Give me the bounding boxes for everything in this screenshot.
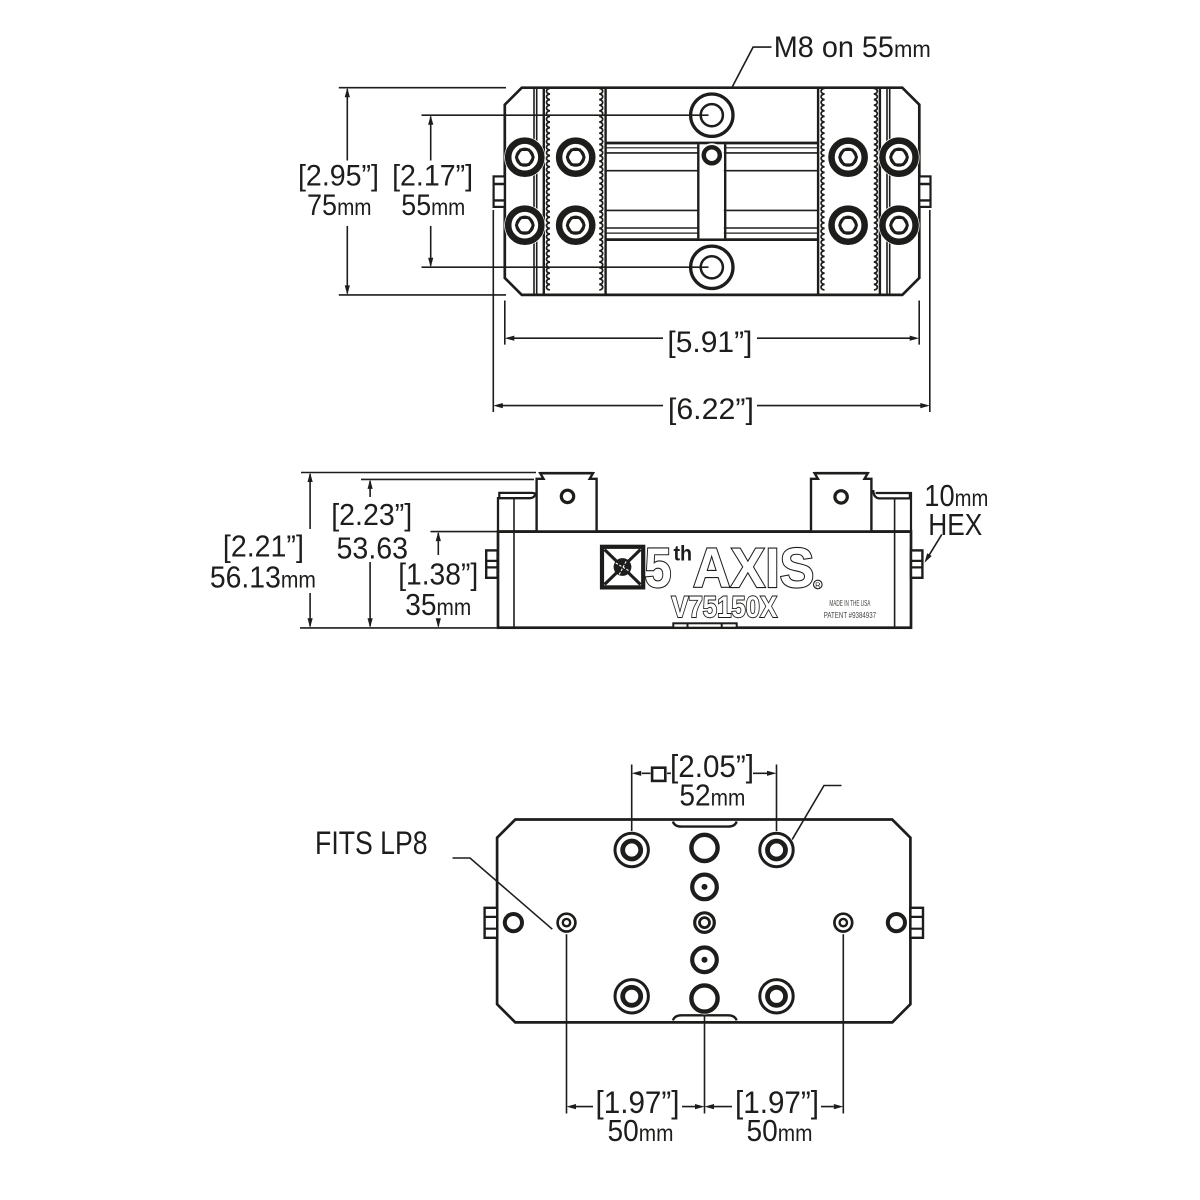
svg-text:53.63: 53.63 [337, 531, 409, 566]
svg-text:V75150X: V75150X [671, 591, 777, 624]
svg-text:M8 on 55mm: M8 on 55mm [774, 31, 931, 64]
svg-text:[2.23”]: [2.23”] [331, 497, 412, 532]
svg-text:75mm: 75mm [307, 189, 372, 222]
svg-text:MADE IN THE USA: MADE IN THE USA [829, 599, 870, 608]
svg-text:56.13mm: 56.13mm [210, 560, 316, 595]
svg-text:FITS LP8: FITS LP8 [315, 825, 428, 861]
svg-text:R: R [815, 580, 821, 589]
svg-text:AXIS: AXIS [693, 536, 815, 599]
svg-text:5: 5 [645, 536, 672, 599]
svg-text:PATENT #9384937: PATENT #9384937 [824, 610, 877, 620]
svg-text:HEX: HEX [928, 507, 982, 542]
svg-text:[1.97”]: [1.97”] [596, 1084, 680, 1120]
svg-text:[1.97”]: [1.97”] [735, 1084, 819, 1120]
svg-text:[5.91”]: [5.91”] [667, 326, 752, 359]
svg-text:[2.21”]: [2.21”] [223, 528, 304, 563]
svg-text:th: th [674, 543, 693, 566]
svg-text:50mm: 50mm [608, 1113, 674, 1148]
svg-text:55mm: 55mm [401, 189, 465, 222]
svg-text:[2.17”]: [2.17”] [392, 159, 473, 192]
svg-text:[6.22”]: [6.22”] [668, 393, 754, 426]
svg-text:[2.95”]: [2.95”] [298, 159, 379, 192]
svg-text:[2.05”]: [2.05”] [670, 748, 754, 784]
svg-text:[1.38”]: [1.38”] [398, 556, 478, 591]
